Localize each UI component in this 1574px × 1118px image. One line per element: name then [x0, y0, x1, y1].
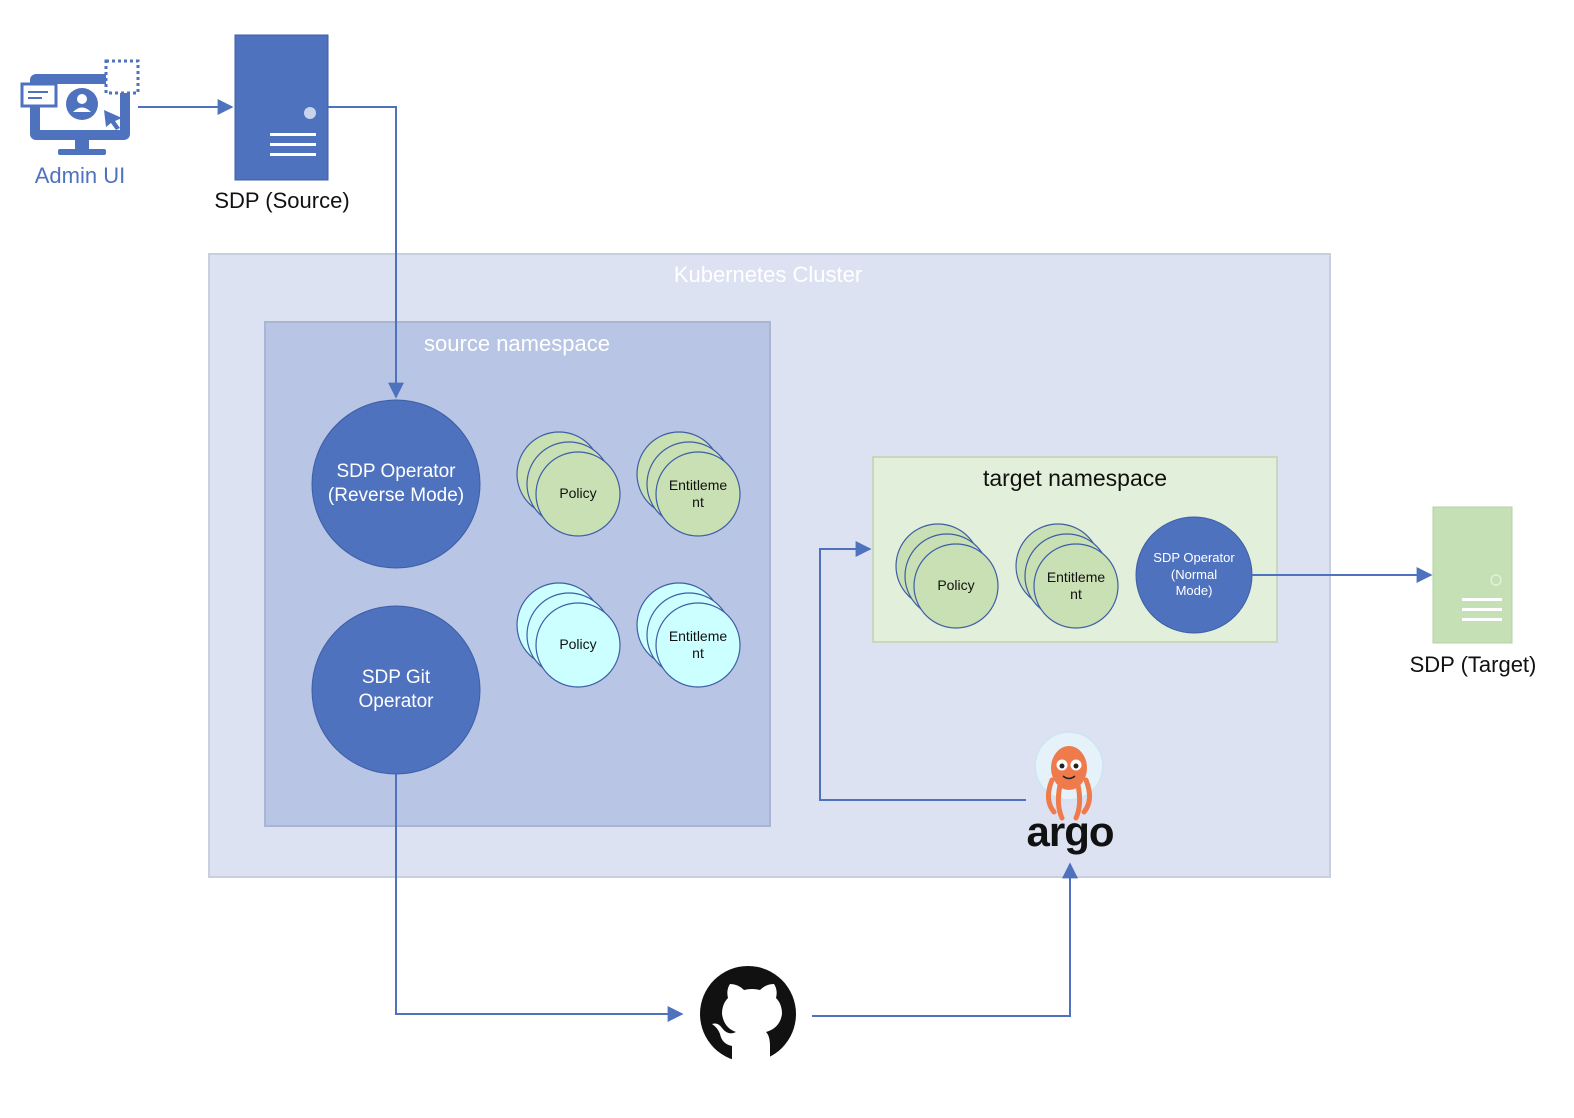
sdp-git-operator-line1: SDP Git [361, 667, 431, 689]
arrow-git-operator-to-github [395, 774, 684, 1022]
sdp-operator-reverse-line1: SDP Operator [336, 461, 456, 483]
entitlement-green-line1: Entitleme [668, 476, 728, 493]
sdp-operator-reverse-line2: (Reverse Mode) [327, 485, 465, 506]
admin-ui-label: Admin UI [34, 163, 126, 188]
sdp-git-operator-label: SDP Git Operator [312, 650, 480, 730]
entitlement-cyan-line2: nt [692, 645, 704, 661]
entitlement-green-line2: nt [692, 494, 704, 510]
sdp-operator-normal-line1: SDP Operator [1153, 549, 1235, 565]
entitlement-target-line2: nt [1070, 586, 1082, 602]
entitlement-target-stack[interactable] [1015, 523, 1119, 629]
entitlement-green-label: Entitleme nt [658, 474, 738, 514]
sdp-target-label: SDP (Target) [1409, 652, 1537, 677]
entitlement-green-stack[interactable] [636, 431, 741, 537]
sdp-operator-reverse-node[interactable] [311, 399, 481, 569]
arrow-github-to-argo [812, 862, 1078, 1017]
argo-icon[interactable] [1034, 731, 1104, 821]
policy-green-stack[interactable] [516, 431, 621, 537]
target-namespace-label: target namespace [982, 465, 1168, 491]
sdp-git-operator-line2: Operator [358, 691, 434, 712]
arrow-argo-to-target-namespace [819, 541, 1026, 801]
arrow-source-to-operator [328, 106, 404, 399]
entitlement-cyan-label: Entitleme nt [658, 625, 738, 665]
sdp-operator-reverse-label: SDP Operator (Reverse Mode) [312, 444, 480, 524]
policy-target-label: Policy [937, 577, 975, 594]
argo-wordmark: argo [1026, 808, 1114, 855]
entitlement-cyan-stack[interactable] [636, 582, 741, 688]
source-namespace-label: source namespace [424, 331, 610, 356]
kubernetes-cluster-label: Kubernetes Cluster [673, 262, 863, 287]
policy-cyan-stack[interactable] [516, 582, 621, 688]
policy-cyan-label: Policy [559, 636, 597, 653]
entitlement-cyan-line1: Entitleme [668, 627, 728, 644]
policy-target-stack[interactable] [895, 523, 999, 629]
admin-ui-icon[interactable] [20, 59, 140, 155]
entitlement-target-label: Entitleme nt [1036, 566, 1116, 606]
entitlement-target-line1: Entitleme [1046, 568, 1106, 585]
sdp-operator-normal-line3: Mode) [1175, 583, 1213, 599]
github-icon[interactable] [700, 966, 796, 1062]
policy-green-label: Policy [559, 485, 597, 502]
sdp-target-server-icon[interactable] [1432, 506, 1513, 644]
sdp-source-label: SDP (Source) [214, 188, 350, 213]
sdp-operator-normal-label: SDP Operator (Normal Mode) [1144, 545, 1244, 605]
sdp-source-server-icon[interactable] [234, 34, 329, 181]
sdp-operator-normal-line2: (Normal [1170, 566, 1218, 582]
